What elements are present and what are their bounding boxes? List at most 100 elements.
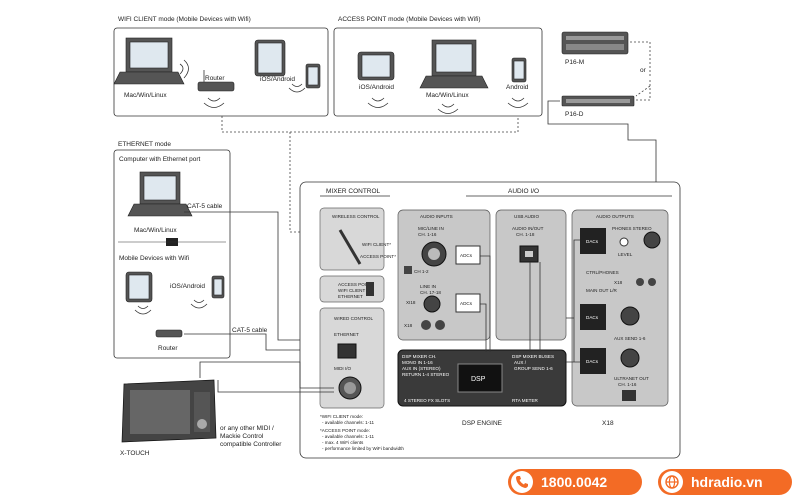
level-label: LEVEL [618, 252, 633, 257]
audio-inputs-label: AUDIO INPUTS [420, 214, 453, 219]
switch-label-eth: ETHERNET [338, 294, 363, 299]
wifi-waves-icon [367, 97, 389, 108]
note-line-2: - available channels: 1-11 [322, 420, 374, 425]
dacs-block-3 [580, 348, 606, 374]
web-badge[interactable]: hdradio.vn [658, 469, 792, 495]
dacs-block-1 [580, 228, 606, 254]
ch12-switch-icon [404, 266, 412, 274]
ctrl-phones-label: CTRL/PHONES [586, 270, 619, 275]
switch-label-wc: WIFI CLIENT [338, 288, 366, 293]
x-touch-label: X-TOUCH [120, 450, 150, 457]
wifi-client-option: WIFI CLIENT* [362, 242, 391, 247]
xlr-out-icon [620, 306, 640, 326]
phones-stereo-label: PHONES STEREO [612, 226, 652, 231]
audio-inputs-box [397, 209, 491, 341]
rca-jack-icon [648, 278, 656, 286]
mode-switch-icon[interactable] [366, 282, 374, 296]
rca-jack-icon [636, 278, 644, 286]
wireless-control-label: WIRELESS CONTROL [332, 214, 380, 219]
p16-d-device [561, 95, 635, 107]
dacs-label-2: DACs [586, 315, 599, 320]
midi-port-inner [344, 382, 356, 394]
p16-link [635, 85, 651, 97]
dsp-ch-3: RETURN 1-4 STEREO [402, 372, 450, 377]
dsp-bus-2: GROUP SEND 1-6 [514, 366, 553, 371]
phone-number: 1800.0042 [541, 474, 608, 490]
note-line-1: *WIFI CLIENT mode: [320, 414, 363, 419]
ch12-label: CH 1-2 [414, 269, 429, 274]
usb-port-inner [525, 251, 533, 257]
wifi-waves-icon [507, 97, 529, 108]
laptop-icon [419, 39, 489, 89]
note-line-5: - max. 4 WiFi clients [322, 440, 364, 445]
wifi-waves-icon [179, 59, 189, 79]
adcs-block-2 [455, 293, 481, 313]
antenna-icon [338, 229, 362, 265]
ethernet-phone-label: iOS/Android [170, 283, 205, 290]
access-point-option: ACCESS POINT* [360, 254, 396, 259]
cat5-label-1: CAT-5 cable [187, 203, 223, 210]
wifi-link [289, 132, 336, 233]
audio-io-title: AUDIO I/O [508, 188, 539, 195]
note-line-3: *ACCESS POINT mode: [320, 428, 370, 433]
wireless-control-box [319, 207, 385, 271]
ethernet-router-label: Router [158, 345, 178, 352]
mixer-control-title: MIXER CONTROL [326, 188, 381, 195]
wifi-client-phone-label: iOS/Android [260, 76, 295, 83]
dsp-chip [457, 363, 503, 393]
midi-cable [217, 380, 334, 393]
x18-label-c: X18 [614, 280, 623, 285]
fx-slots-label: 4 STEREO FX SLOTS [404, 398, 450, 403]
p16-d-label: P16-D [565, 111, 584, 118]
main-out-label: MAIN OUT L/R [586, 288, 617, 293]
wifi-waves-icon [203, 97, 225, 108]
phone-icon [511, 471, 533, 493]
phone-icon [305, 63, 321, 89]
tablet-icon [357, 51, 395, 81]
dsp-chip-label: DSP [471, 376, 486, 383]
dacs-block-2 [580, 304, 606, 330]
phones-jack-icon [643, 231, 661, 249]
aux-send-label: AUX SEND 1-6 [614, 336, 646, 341]
wired-control-label: WIRED CONTROL [334, 316, 373, 321]
xlr-combo-inner [428, 248, 440, 260]
computer-title: Computer with Ethernet port [119, 156, 200, 163]
laptop-icon [113, 37, 185, 85]
switch-label-ap: ACCESS POINT [338, 282, 372, 287]
dacs-label-3: DACs [586, 359, 599, 364]
ultranet-ch-label: CH. 1-16 [618, 382, 637, 387]
xi18-label: XI18 [406, 300, 416, 305]
signal-flow [480, 239, 580, 363]
access-point-tablet-label: iOS/Android [359, 84, 394, 91]
line-jack-icon [423, 295, 441, 313]
access-point-title: ACCESS POINT mode (Mobile Devices with W… [338, 16, 481, 23]
note-line-6: - performance limited by WiFi bandwidth [322, 446, 404, 451]
xtouch-alt-2: Mackie Control [220, 433, 264, 440]
phone-icon [511, 57, 527, 83]
wifi-waves-icon [190, 299, 208, 309]
ethernet-title: ETHERNET mode [118, 141, 171, 148]
tablet-icon [125, 271, 153, 303]
dsp-bus-title: DSP MIXER BUSES [512, 354, 554, 359]
phone-icon [211, 275, 225, 299]
xtouch-alt-1: or any other MIDI / [220, 425, 274, 432]
usb-audio-box [495, 209, 567, 341]
wifi-client-laptop-label: Mac/Win/Linux [124, 92, 167, 99]
ethernet-port-icon [337, 343, 357, 359]
audio-outputs-label: AUDIO OUTPUTS [596, 214, 634, 219]
dsp-engine-label: DSP ENGINE [462, 420, 503, 427]
p16-link [630, 41, 651, 78]
level-knob-icon[interactable] [619, 237, 629, 247]
device-label: X18 [602, 420, 614, 427]
dsp-ch-1: MONO IN 1-16 [402, 360, 433, 365]
xtouch-alt-3: compatible Controller [220, 441, 282, 448]
rca-jack-icon [435, 320, 445, 330]
mic-ch-label: CH. 1-16 [418, 232, 437, 237]
laptop-icon [127, 171, 193, 217]
x-touch-device [121, 379, 217, 443]
phone-badge[interactable]: 1800.0042 [508, 469, 642, 495]
web-address: hdradio.vn [691, 474, 763, 490]
adcs-label-2: ADCs [460, 301, 473, 306]
midi-io-label: MIDI I/O [334, 366, 352, 371]
